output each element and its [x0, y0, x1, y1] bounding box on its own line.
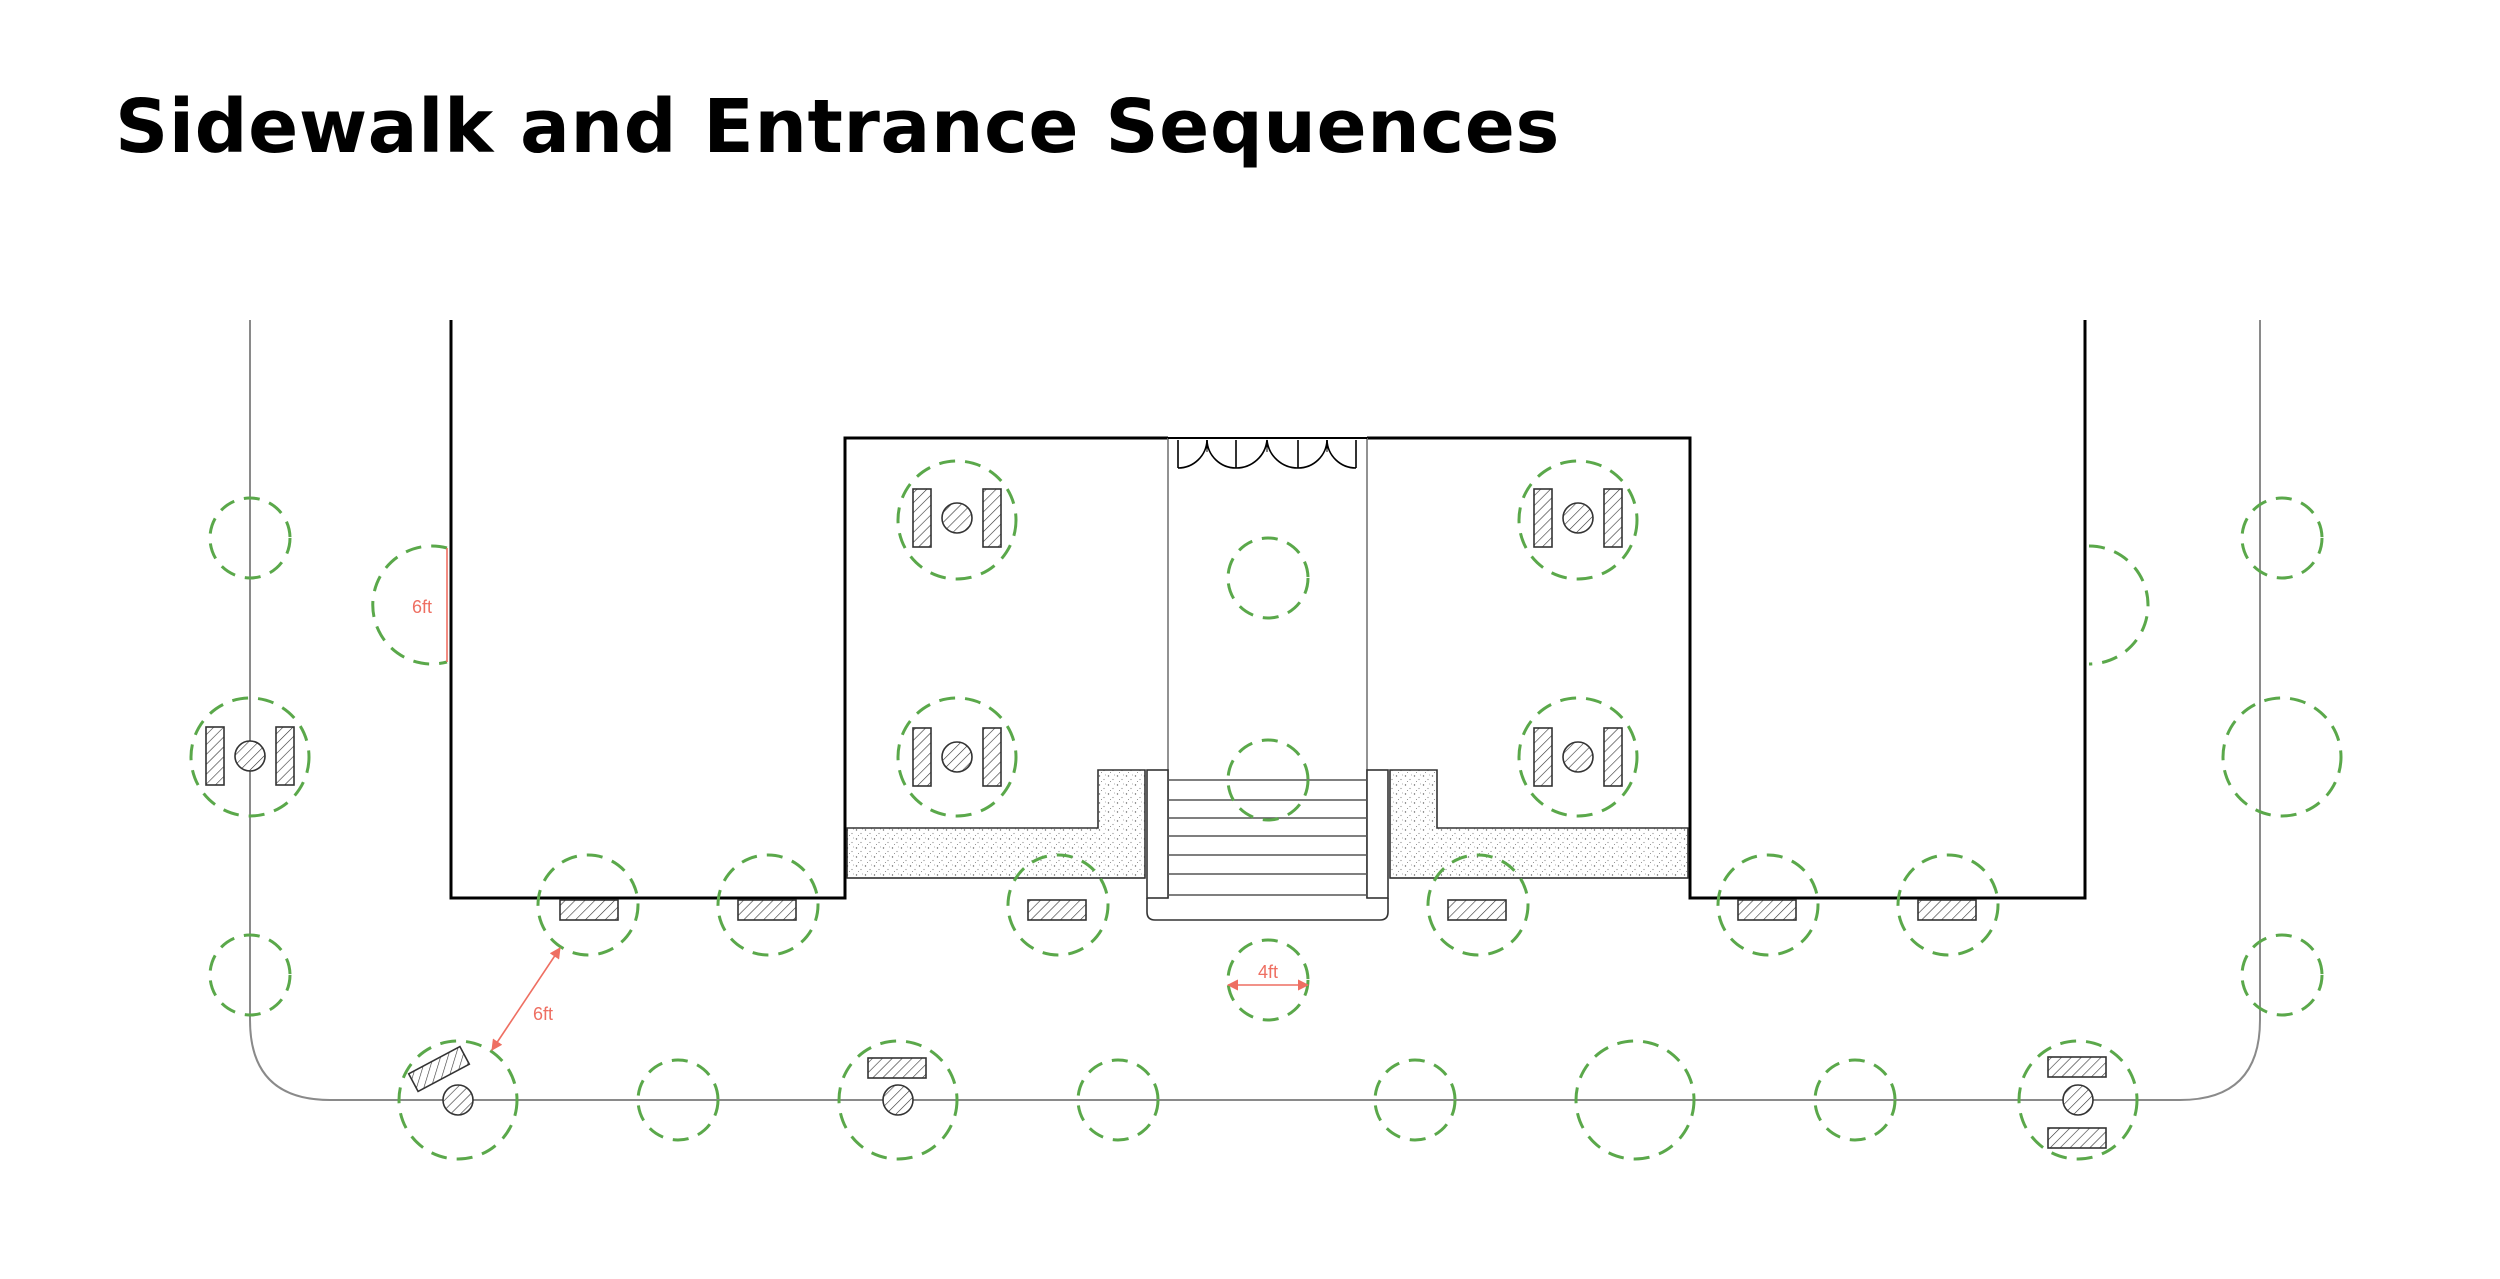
distancing-circles — [189, 459, 2343, 1161]
circle — [208, 933, 292, 1017]
circle — [1006, 853, 1110, 957]
table-set — [867, 1057, 927, 1116]
diagonal-clearance-line — [491, 947, 561, 1051]
circle — [1517, 696, 1639, 818]
wall-clearance-label: 6ft — [412, 597, 432, 617]
circle — [1226, 738, 1310, 822]
table-set — [912, 488, 1002, 548]
circle — [1226, 536, 1310, 620]
table-sets — [205, 488, 2107, 1149]
circle — [837, 1039, 959, 1161]
circle — [1076, 1058, 1160, 1142]
circle — [2240, 496, 2324, 580]
circle — [896, 459, 1018, 581]
table-set — [1533, 488, 1623, 548]
entrance-doors — [1177, 439, 1357, 469]
dimension-lines — [446, 548, 1310, 1051]
table-set — [2047, 1056, 2107, 1149]
building-wall-left — [449, 320, 1168, 900]
circle — [1517, 459, 1639, 581]
entrance-stairs — [1146, 769, 1389, 921]
circle — [896, 696, 1018, 818]
circle — [1813, 1058, 1897, 1142]
circle — [1716, 853, 1820, 957]
building-wall-right — [1367, 320, 2087, 900]
table-set — [205, 726, 295, 786]
circle — [397, 1039, 519, 1161]
circle — [1426, 853, 1530, 957]
entrance-corridor — [1167, 437, 1368, 898]
circle — [1896, 853, 2000, 957]
circle-partial — [371, 544, 448, 666]
circle — [1373, 1058, 1457, 1142]
table-set — [1533, 727, 1623, 787]
circle — [189, 696, 311, 818]
circle — [2240, 933, 2324, 1017]
circle — [1574, 1039, 1696, 1161]
circle-partial — [2088, 544, 2150, 666]
circle — [536, 853, 640, 957]
facade-benches — [559, 899, 1977, 921]
bench — [737, 899, 797, 921]
bench — [1917, 899, 1977, 921]
bench — [559, 899, 619, 921]
diagonal-clearance-label: 6ft — [533, 1004, 553, 1024]
entrance-spacing-label: 4ft — [1258, 962, 1278, 982]
bench — [1447, 899, 1507, 921]
circle — [716, 853, 820, 957]
bench — [1737, 899, 1797, 921]
table-set — [407, 1045, 474, 1116]
bench — [1027, 899, 1087, 921]
diagram-title: Sidewalk and Entrance Sequences — [115, 84, 1560, 170]
circle — [2017, 1039, 2139, 1161]
circle — [208, 496, 292, 580]
sidewalk-curb-line — [249, 320, 2261, 1101]
circle — [636, 1058, 720, 1142]
circle — [2221, 696, 2343, 818]
table-set — [912, 727, 1002, 787]
